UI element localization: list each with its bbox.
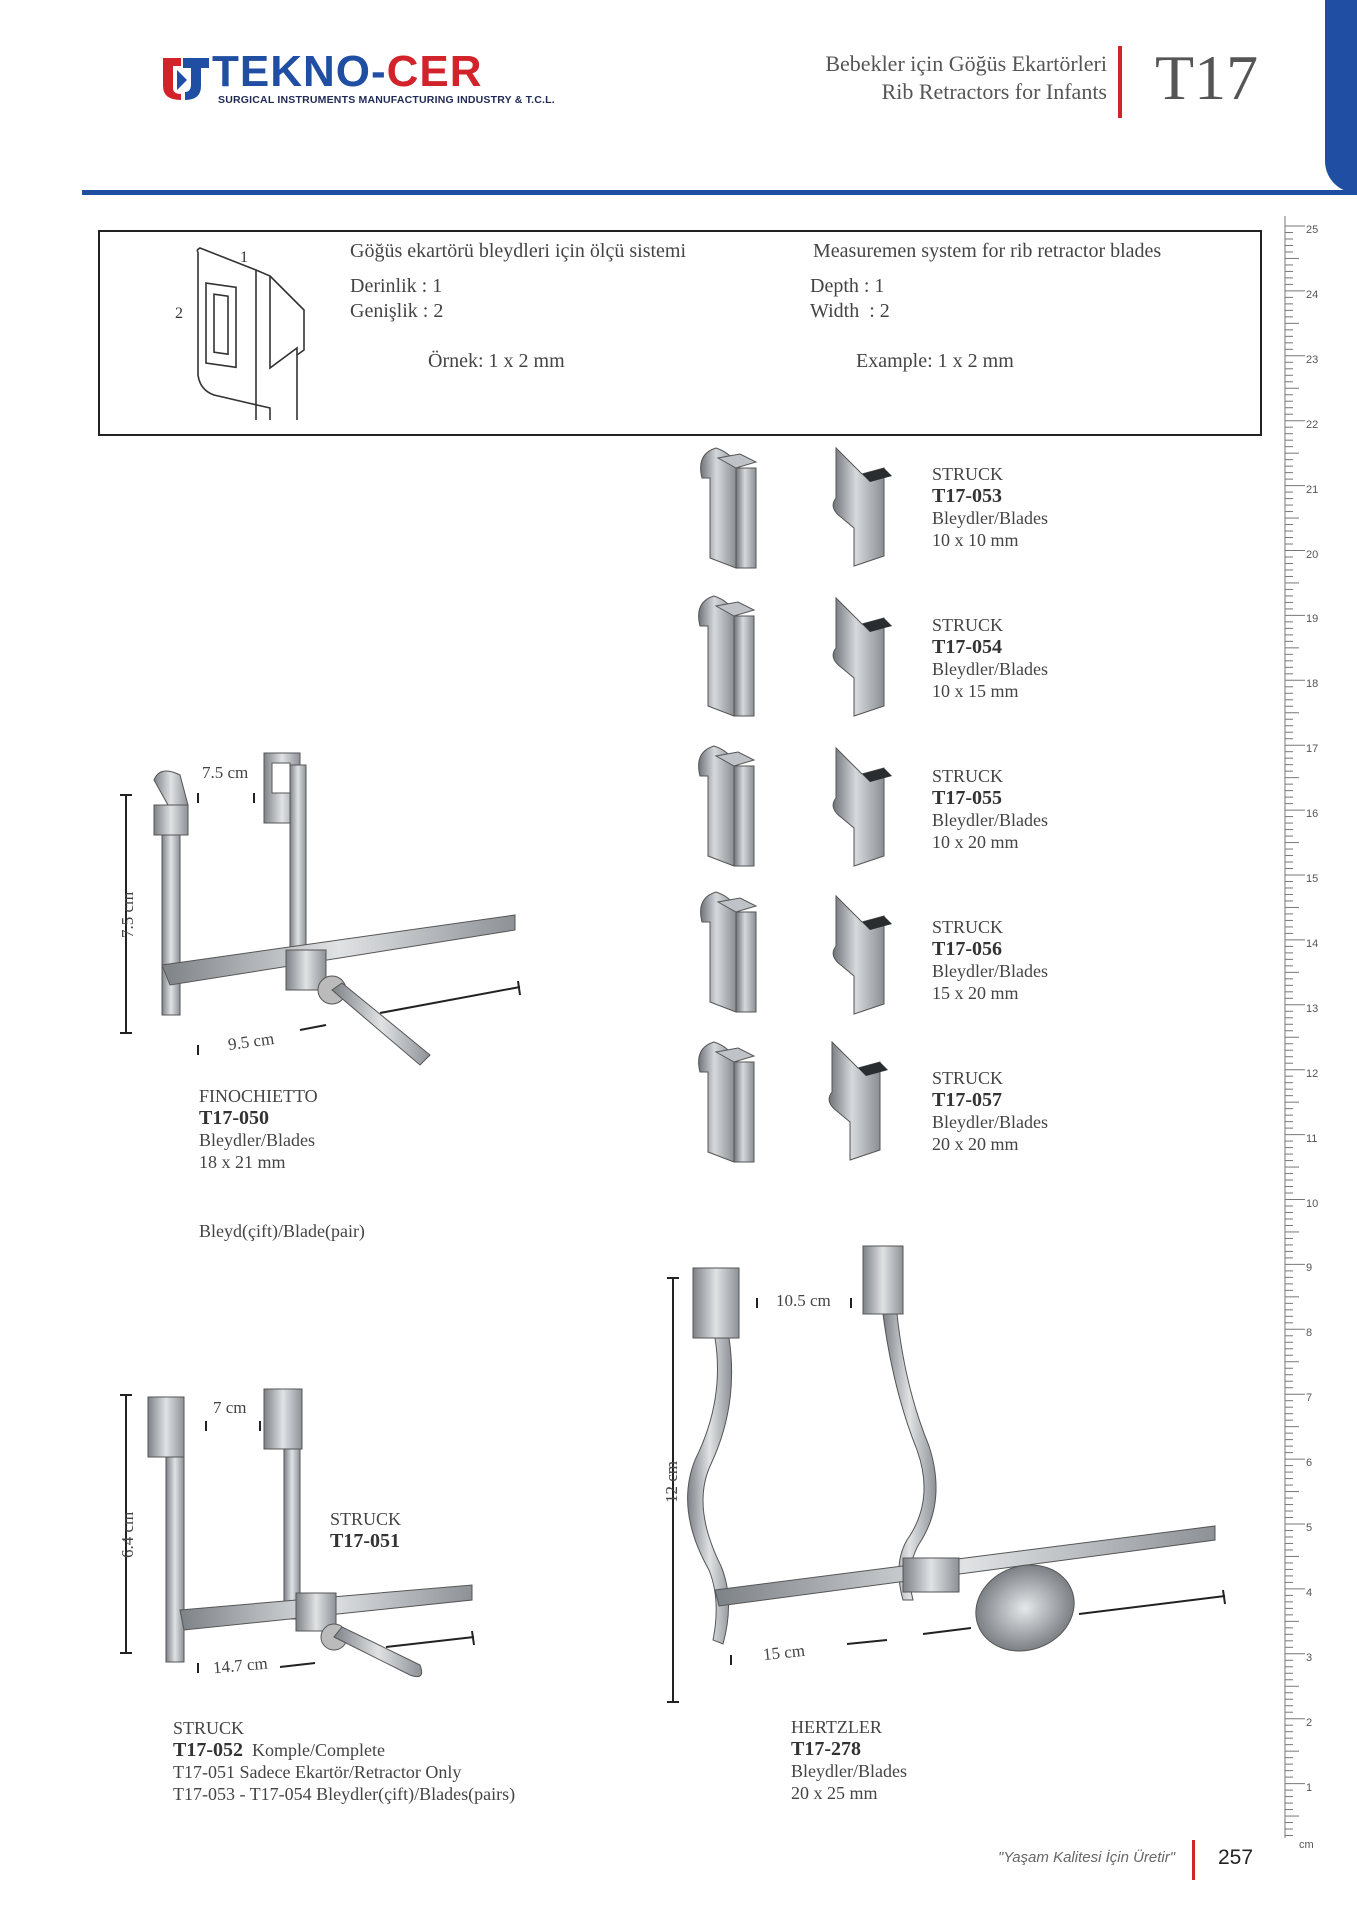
struck051-dim-depth: 7 cm bbox=[213, 1398, 247, 1417]
title-divider bbox=[1118, 46, 1122, 118]
ruler-label: 16 bbox=[1306, 808, 1319, 821]
ruler-label: 12 bbox=[1306, 1067, 1319, 1080]
ruler-unit: cm bbox=[1299, 1839, 1314, 1851]
product-t17-052: STRUCK T17-052 Komple/Complete T17-051 S… bbox=[173, 1718, 516, 1804]
measure-width-tr: Genişlik : 2 bbox=[350, 300, 444, 322]
ruler-label: 3 bbox=[1306, 1651, 1313, 1664]
blade-t17-057: STRUCK T17-057 Bleydler/Blades 20 x 20 m… bbox=[932, 1068, 1048, 1154]
finochietto-dim-depth: 7.5 cm bbox=[202, 763, 249, 782]
brand-logo-icon bbox=[163, 58, 209, 100]
page-title-block: Bebekler için Göğüs Ekartörleri Rib Retr… bbox=[825, 50, 1107, 106]
measure-depth-tr: Derinlik : 1 bbox=[350, 275, 443, 297]
diagram-label-1: 1 bbox=[240, 249, 248, 266]
corner-accent bbox=[1325, 0, 1357, 193]
ruler-label: 9 bbox=[1306, 1262, 1313, 1275]
brand-subtitle: SURGICAL INSTRUMENTS MANUFACTURING INDUS… bbox=[218, 94, 555, 106]
ruler-label: 25 bbox=[1306, 224, 1319, 236]
page-title-tr: Bebekler için Göğüs Ekartörleri bbox=[825, 51, 1107, 76]
blade-t17-055: STRUCK T17-055 Bleydler/Blades 10 x 20 m… bbox=[932, 766, 1048, 852]
section-code: T17 bbox=[1155, 42, 1259, 113]
ruler-label: 5 bbox=[1306, 1522, 1313, 1534]
blade-t17-055-image bbox=[698, 745, 893, 867]
footer-divider bbox=[1192, 1840, 1195, 1880]
blade-t17-056-image bbox=[700, 891, 893, 1015]
product-finochietto: FINOCHIETTO T17-050 Bleydler/Blades 18 x… bbox=[199, 1086, 318, 1172]
ruler-label: 7 bbox=[1306, 1392, 1313, 1405]
ruler-label: 2 bbox=[1306, 1716, 1313, 1729]
ruler-label: 10 bbox=[1306, 1197, 1319, 1210]
ruler-label: 19 bbox=[1306, 613, 1319, 626]
ruler-label: 6 bbox=[1306, 1457, 1313, 1470]
ruler-label: 24 bbox=[1306, 288, 1319, 301]
blade-t17-054-image bbox=[698, 595, 893, 717]
brand-name: TEKNO-CER bbox=[212, 47, 483, 96]
ruler-label: 8 bbox=[1306, 1327, 1313, 1340]
blade-t17-053-image bbox=[700, 447, 893, 569]
ruler-label: 13 bbox=[1306, 1002, 1319, 1015]
struck-retractor-image bbox=[120, 1388, 475, 1678]
measurement-box bbox=[98, 230, 1262, 436]
page-title-en: Rib Retractors for Infants bbox=[881, 79, 1107, 104]
ruler-label: 23 bbox=[1306, 353, 1319, 366]
product-hertzler: HERTZLER T17-278 Bleydler/Blades 20 x 25… bbox=[791, 1717, 907, 1803]
finochietto-retractor-image bbox=[120, 752, 521, 1066]
ruler-label: 21 bbox=[1306, 483, 1319, 496]
blade-t17-053: STRUCK T17-053 Bleydler/Blades 10 x 10 m… bbox=[932, 464, 1048, 550]
side-ruler bbox=[1284, 216, 1305, 1838]
struck051-dim-height: 6.4 cm bbox=[118, 1511, 137, 1558]
page-number: 257 bbox=[1218, 1846, 1254, 1869]
diagram-label-2: 2 bbox=[175, 305, 183, 322]
ruler-label: 1 bbox=[1306, 1781, 1313, 1794]
measure-title-tr: Göğüs ekartörü bleydleri için ölçü siste… bbox=[350, 240, 687, 262]
blade-t17-056: STRUCK T17-056 Bleydler/Blades 15 x 20 m… bbox=[932, 917, 1048, 1003]
ruler-label: 18 bbox=[1306, 678, 1319, 691]
ruler-label: 22 bbox=[1306, 418, 1319, 431]
blade-images bbox=[698, 447, 893, 1163]
product-t17-051: STRUCK T17-051 bbox=[330, 1509, 402, 1552]
ruler-label: 11 bbox=[1306, 1132, 1318, 1145]
hertzler-retractor-image bbox=[667, 1245, 1226, 1703]
blade-diagram-icon: 1 2 bbox=[175, 247, 305, 420]
measure-depth-en: Depth : 1 bbox=[810, 275, 885, 297]
measure-example-tr: Örnek: 1 x 2 mm bbox=[428, 350, 565, 372]
blade-t17-054: STRUCK T17-054 Bleydler/Blades 10 x 15 m… bbox=[932, 615, 1048, 701]
hertzler-dim-depth: 10.5 cm bbox=[776, 1291, 831, 1310]
finochietto-note: Bleyd(çift)/Blade(pair) bbox=[199, 1221, 365, 1241]
ruler-label: 4 bbox=[1306, 1586, 1313, 1599]
measure-example-en: Example: 1 x 2 mm bbox=[856, 350, 1014, 372]
ruler-label: 15 bbox=[1306, 873, 1319, 885]
measure-title-en: Measuremen system for rib retractor blad… bbox=[813, 240, 1162, 262]
footer-motto: "Yaşam Kalitesi İçin Üretir" bbox=[998, 1849, 1176, 1866]
ruler-label: 14 bbox=[1306, 937, 1319, 950]
finochietto-dim-height: 7.5 cm bbox=[118, 891, 137, 938]
blade-t17-057-image bbox=[698, 1041, 889, 1163]
header-rule bbox=[82, 190, 1357, 195]
ruler-label: 20 bbox=[1306, 548, 1319, 561]
measure-width-en: Width : 2 bbox=[810, 300, 890, 322]
hertzler-dim-height: 12 cm bbox=[662, 1460, 681, 1503]
ruler-label: 17 bbox=[1306, 743, 1319, 756]
